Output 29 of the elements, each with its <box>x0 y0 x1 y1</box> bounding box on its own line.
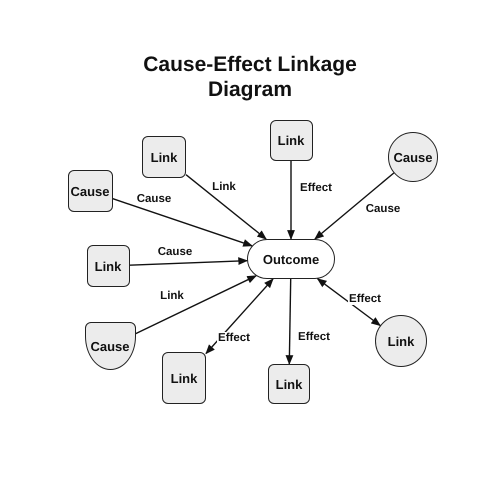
node-shape: Cause <box>84 322 136 370</box>
node-circle: Link <box>375 315 427 367</box>
node-box: Link <box>142 136 186 178</box>
edge-label: Link <box>211 181 237 193</box>
edge-label: Cause <box>156 246 194 258</box>
arrow <box>112 198 253 247</box>
node-box: Link <box>86 245 130 287</box>
arrow <box>286 278 294 365</box>
node-circle: Cause <box>388 132 438 182</box>
edge-label: Cause <box>364 203 402 215</box>
node-box: Cause <box>68 170 112 212</box>
edge-label: Cause <box>136 193 172 205</box>
edge-label: Link <box>159 290 185 302</box>
arrow <box>135 275 257 334</box>
arrow <box>316 278 381 326</box>
edge-label: Effect <box>299 182 333 194</box>
arrow <box>186 174 267 240</box>
diagram-title: Cause-Effect Linkage Diagram <box>142 52 358 102</box>
edge-label: Effect <box>217 332 251 344</box>
arrow <box>314 172 394 240</box>
node-box: Link <box>268 364 310 404</box>
outcome-node: Outcome <box>247 239 335 279</box>
edge-label: Effect <box>348 293 382 305</box>
arrow <box>205 278 274 354</box>
edge-label: Effect <box>297 331 331 343</box>
arrow <box>287 160 295 240</box>
node-box: Link <box>162 352 206 404</box>
node-box: Link <box>270 120 312 160</box>
arrow <box>129 257 248 266</box>
